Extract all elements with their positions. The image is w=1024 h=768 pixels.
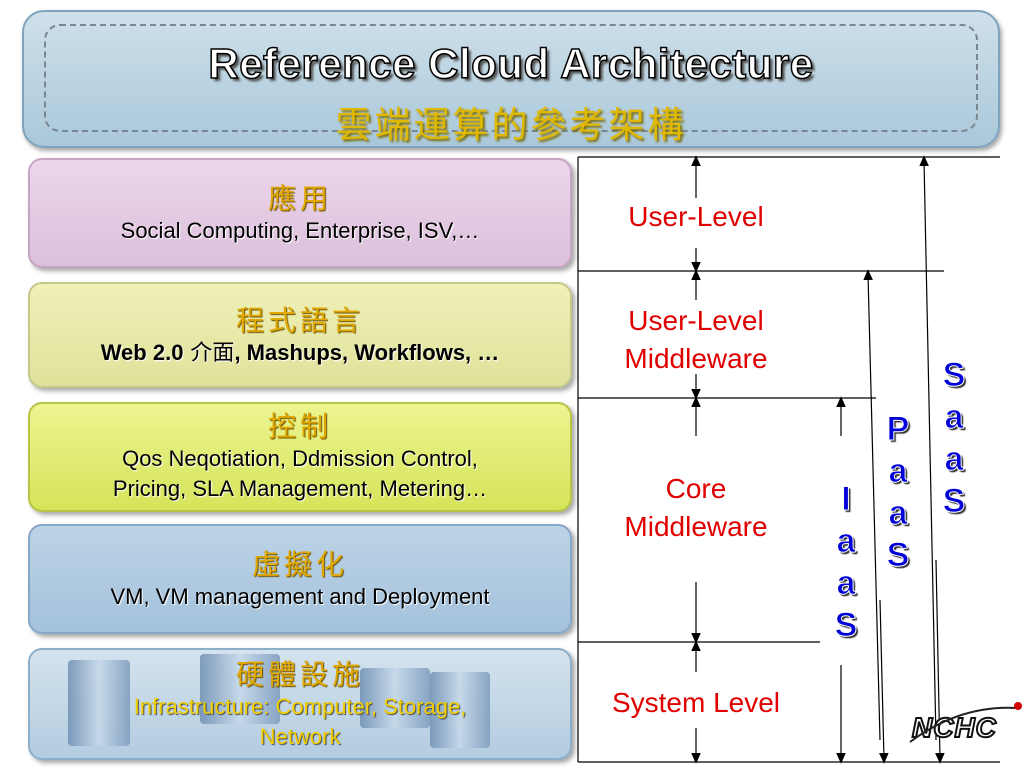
layer-description: VM, VM management and Deployment [110,584,490,609]
iaas-letter: S [834,606,858,645]
layer-description-line2: Pricing, SLA Management, Metering… [112,476,488,501]
iaas-letter: a [836,522,856,561]
layer-heading: 應用 [267,182,332,215]
saas-label: S a a S [936,354,972,522]
layer-heading: 控制 [267,410,332,443]
layer-virtualization: 虛擬化 VM, VM management and Deployment [28,524,572,634]
paas-letter: a [888,494,908,533]
saas-letter: S [942,482,966,521]
paas-letter: a [888,452,908,491]
user-middleware-label-line1: User-Level [628,305,764,336]
mashups-text: , Mashups, Workflows, … [234,340,500,365]
web20-text: Web 2.0 [100,340,184,365]
interface-text: 介面 [183,341,235,366]
iaas-label: I a a S [828,478,864,646]
layer-heading: 虛擬化 [251,548,348,581]
layer-application: 應用 Social Computing, Enterprise, ISV,… [28,158,572,268]
layer-description-line1: Infrastructure: Computer, Storage, [133,694,467,719]
monitor-icon [200,654,280,724]
core-middleware-label-line1: Core [665,473,727,504]
title-dashed-frame [44,24,978,132]
saas-letter: S [942,356,966,395]
layer-control: 控制 Qos Neqotiation, Ddmission Control, P… [28,402,572,512]
layer-heading: 程式語言 [235,304,364,337]
iaas-letter: I [841,480,851,519]
core-middleware-label-line2: Middleware [624,511,768,542]
layer-description: Web 2.0 介面, Mashups, Workflows, … [30,338,570,369]
layer-programming-language: 程式語言 Web 2.0 介面, Mashups, Workflows, … [28,282,572,388]
layer-heading: 硬體設施 [235,658,364,691]
page-title: Reference Cloud Architecture [208,39,814,88]
paas-letter: S [886,536,910,575]
user-level-label: User-Level [628,201,764,232]
saas-arrow-up [919,155,937,741]
layer-description-line2: Network [259,724,341,749]
page-subtitle-chinese: 雲端運算的參考架構 [335,105,687,146]
layer-description: Social Computing, Enterprise, ISV,… [120,218,480,243]
paas-arrow-down [879,599,889,764]
nchc-logo: NCHC [911,711,997,744]
server-icon [430,672,490,748]
iaas-letter: a [836,564,856,603]
user-middleware-label-line2: Middleware [624,343,768,374]
server-icon [68,660,130,746]
storage-icon [360,668,430,728]
layer-description-line1: Qos Neqotiation, Ddmission Control, [122,446,478,471]
paas-label: P a a S [880,408,916,576]
title-banner: Reference Cloud Architecture 雲端運算的參考架構 [22,10,1000,148]
saas-letter: a [944,398,964,437]
paas-arrow-up [863,269,881,741]
layer-hardware: 硬體設施 Infrastructure: Computer, Storage, … [28,648,572,760]
paas-letter: P [886,410,910,449]
system-level-label: System Level [611,687,781,718]
saas-letter: a [944,440,964,479]
